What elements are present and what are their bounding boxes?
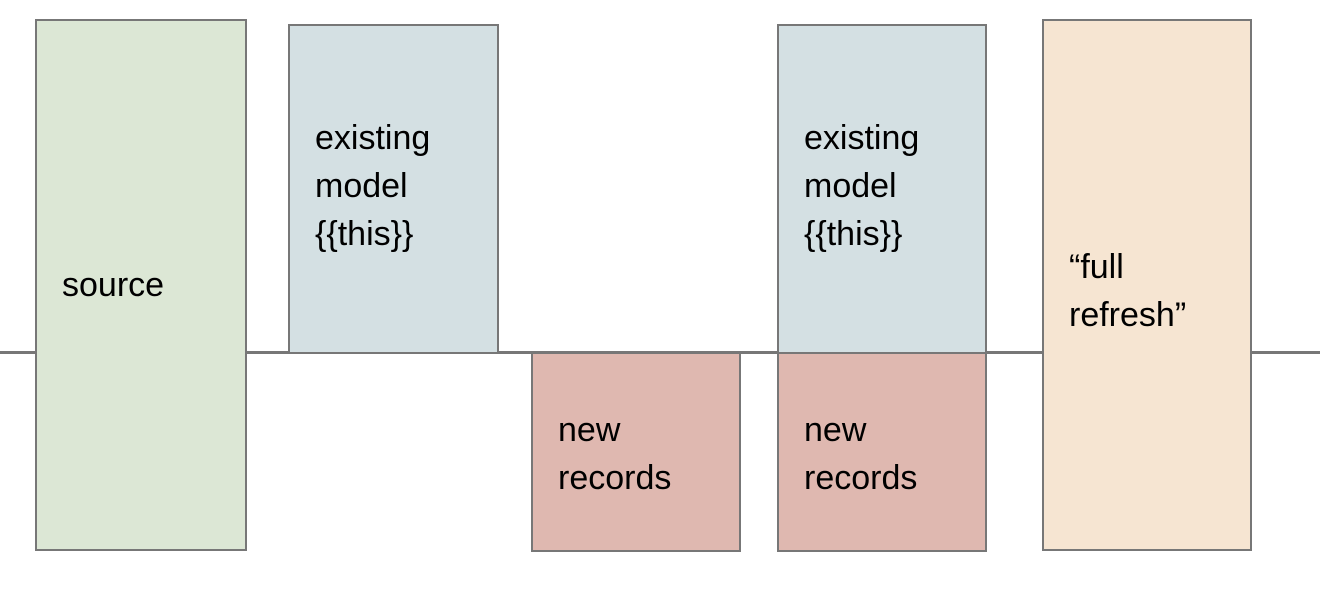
existing-model-box-1-label: existing model {{this}}: [315, 119, 431, 253]
source-box[interactable]: source: [35, 19, 247, 551]
full-refresh-box-label: “full refresh”: [1069, 248, 1187, 334]
existing-model-box-2-label: existing model {{this}}: [804, 119, 920, 253]
new-records-box-1-label: new records: [558, 411, 672, 497]
new-records-box-2-label: new records: [804, 411, 918, 497]
existing-model-box-2[interactable]: existing model {{this}}: [777, 24, 987, 354]
new-records-box-2[interactable]: new records: [777, 352, 987, 552]
full-refresh-box[interactable]: “full refresh”: [1042, 19, 1252, 551]
source-box-label: source: [62, 266, 165, 304]
existing-model-box-1[interactable]: existing model {{this}}: [288, 24, 499, 354]
new-records-box-1[interactable]: new records: [531, 352, 741, 552]
